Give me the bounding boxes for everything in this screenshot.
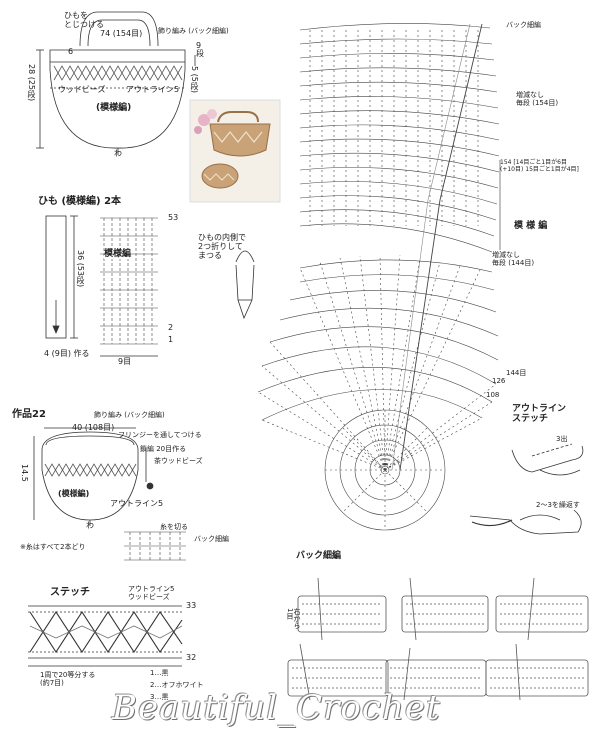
legend-3: 3…黒 (150, 693, 169, 701)
row-32: 32 (186, 653, 197, 662)
watermark: Beautiful_Crochet (112, 688, 441, 728)
cord-attach-mark: 6 (68, 47, 74, 56)
thread-cut: 糸を切る (160, 523, 188, 531)
back-step-note: 右から 1目 (286, 608, 301, 629)
himo-fold-note: ひもの内側で 2つ折りして まつる (198, 233, 246, 260)
rows-side-mark: 9 段 (196, 41, 204, 58)
count-144: 144目 (506, 369, 527, 377)
product-photo (189, 99, 281, 203)
legend-2: 2…オフホワイト (150, 681, 204, 689)
top-width: 74 (154目) (100, 29, 143, 38)
wood-dark-label: 茶ウッドビーズ (154, 457, 203, 465)
row-2: 2 (168, 323, 174, 332)
stitch-right-note: 飾り編み (バック細編) (158, 27, 229, 35)
count-108: 108 (486, 391, 500, 399)
row-1: 1 (168, 335, 174, 344)
side-sub: 5 (5段) (190, 66, 199, 93)
side-rows-22: 14.5 (20, 464, 29, 482)
braid-label: 鎖編 20目作る (140, 445, 187, 453)
chart-back-label: バック細編 (506, 21, 541, 29)
back-stitch-title: バック細編 (296, 551, 342, 561)
outline-repeat: 2〜3を繰返す (536, 501, 580, 509)
width-40: 40 (108目) (72, 423, 115, 432)
stitch-band (28, 605, 183, 667)
row-33: 33 (186, 601, 197, 610)
yarn-note: ※糸はすべて2本どり (20, 543, 86, 551)
legend-1: 1…黒 (150, 669, 169, 677)
himo-width: 4 (9目) 作る (44, 349, 90, 358)
fringe-label: フリンジーを通してつける (118, 431, 202, 439)
dec-note-a: 増減なし 毎段 (154目) (516, 91, 559, 107)
work22-title: 作品22 (12, 409, 46, 420)
pattern-label: (模様編) (96, 103, 132, 113)
outline-stitch-diagram (469, 443, 584, 535)
bag-diagram (36, 11, 196, 155)
back-stitch-steps (287, 577, 589, 701)
pattern-big: 模 様 編 (514, 221, 548, 231)
outline-stitch-title: アウトライン ステッチ (512, 404, 567, 425)
himo-length: 36 (53段) (76, 250, 85, 288)
count-126: 126 (492, 377, 506, 385)
himo-title: ひも (模様編) 2本 (38, 196, 122, 207)
ring-label: わ (114, 149, 122, 158)
pouch-diagram (33, 427, 154, 526)
deco-label: 飾り編み (バック細編) (94, 411, 165, 419)
stitch-title: ステッチ (50, 587, 90, 598)
outline-22: アウトライン5 (110, 499, 164, 508)
pattern-22: (模様編) (58, 489, 90, 498)
himo-9-stitch: 9目 (118, 357, 132, 366)
dec-note-b: 増減なし 毎段 (144目) (492, 251, 535, 267)
outline-step3: 3出 (556, 435, 568, 443)
outline-label: アウトライン5 (126, 85, 180, 94)
repeat-note: 1周で20等分する (約7目) (40, 671, 96, 687)
pouch-edge-chart (124, 531, 186, 561)
side-height: 28 (25段) (27, 64, 36, 102)
himo-pattern: 模様編 (104, 249, 132, 259)
back-label: バック細編 (194, 535, 229, 543)
note-154: 154 [14目ごと1目が6目 (+10目) 15目ごと1目が4目] (500, 159, 579, 173)
tie-note: ひもを とじつける (64, 11, 104, 29)
stitch-outline-note: アウトライン5 ウッドビーズ (128, 585, 175, 601)
main-chart (257, 23, 501, 531)
row-53: 53 (168, 213, 179, 222)
wood-beads-label: ウッドビーズ (58, 85, 106, 94)
ring-22: わ (86, 521, 94, 530)
cord-diagram (45, 215, 255, 357)
